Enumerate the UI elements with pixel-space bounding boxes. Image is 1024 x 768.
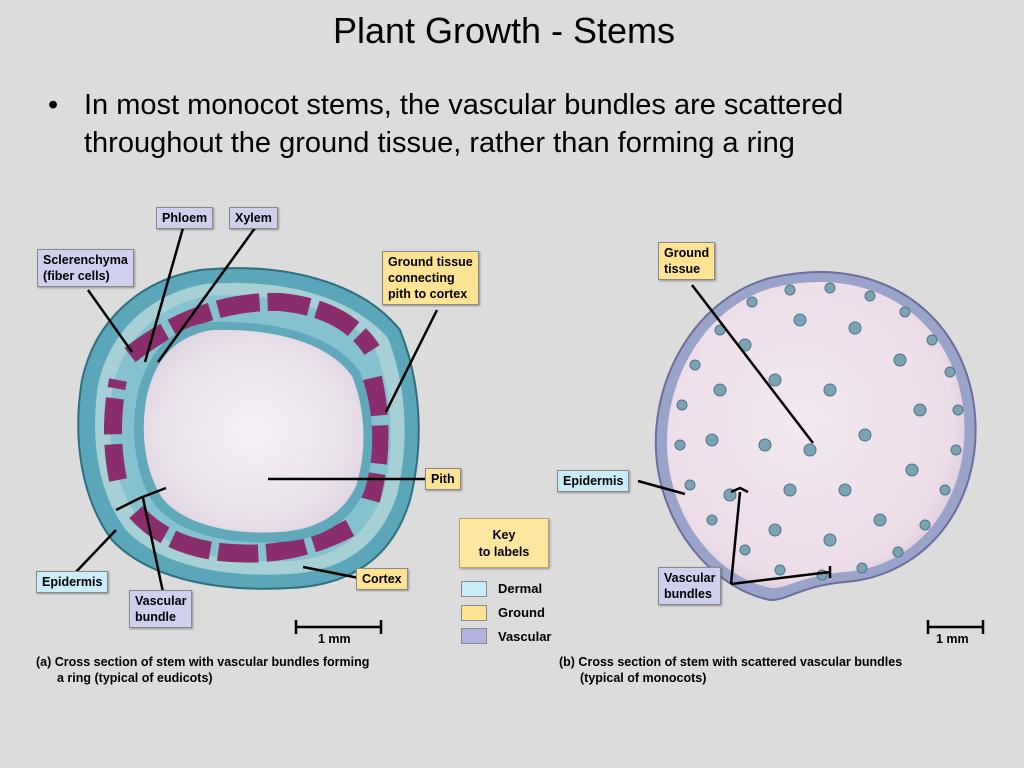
vascular-bundle-ring bbox=[104, 292, 389, 563]
pith bbox=[143, 329, 364, 533]
label-epidermis-a: Epidermis bbox=[36, 571, 109, 593]
monocot-stem-section bbox=[654, 270, 977, 602]
label-vascular-bundle: Vascular bundle bbox=[129, 590, 193, 628]
label-cortex: Cortex bbox=[356, 568, 408, 590]
bullet-marker: • bbox=[48, 89, 59, 121]
caption-b: (b) Cross section of stem with scattered… bbox=[559, 655, 903, 685]
key-title: Key to labels bbox=[459, 518, 549, 568]
label-ground-tissue-b: Ground tissue bbox=[658, 242, 716, 280]
label-vascular-bundles: Vascular bundles bbox=[658, 567, 722, 605]
bullet-text: In most monocot stems, the vascular bund… bbox=[84, 89, 844, 159]
label-xylem: Xylem bbox=[229, 207, 278, 229]
page-title: Plant Growth - Stems bbox=[332, 10, 676, 51]
label-epidermis-b: Epidermis bbox=[557, 470, 630, 492]
caption-a: (a) Cross section of stem with vascular … bbox=[36, 655, 370, 685]
label-phloem: Phloem bbox=[156, 207, 214, 229]
key-label-vascular: Vascular bbox=[498, 629, 552, 644]
label-sclerenchyma: Sclerenchyma (fiber cells) bbox=[37, 249, 134, 287]
scale-bar-b-label: 1 mm bbox=[936, 632, 969, 646]
key-swatch-vascular bbox=[461, 628, 487, 644]
label-leader-lines bbox=[73, 227, 985, 634]
key-label-dermal: Dermal bbox=[498, 581, 543, 596]
key-swatch-ground bbox=[461, 605, 487, 621]
label-pith: Pith bbox=[425, 468, 461, 490]
key-label-ground: Ground bbox=[498, 605, 545, 620]
key-swatch-dermal bbox=[461, 581, 487, 597]
label-ground-tissue-connecting: Ground tissue connecting pith to cortex bbox=[382, 251, 479, 305]
scale-bar-a-label: 1 mm bbox=[318, 632, 351, 646]
eudicot-stem-section bbox=[77, 267, 420, 590]
scattered-vascular-bundles bbox=[674, 282, 964, 581]
